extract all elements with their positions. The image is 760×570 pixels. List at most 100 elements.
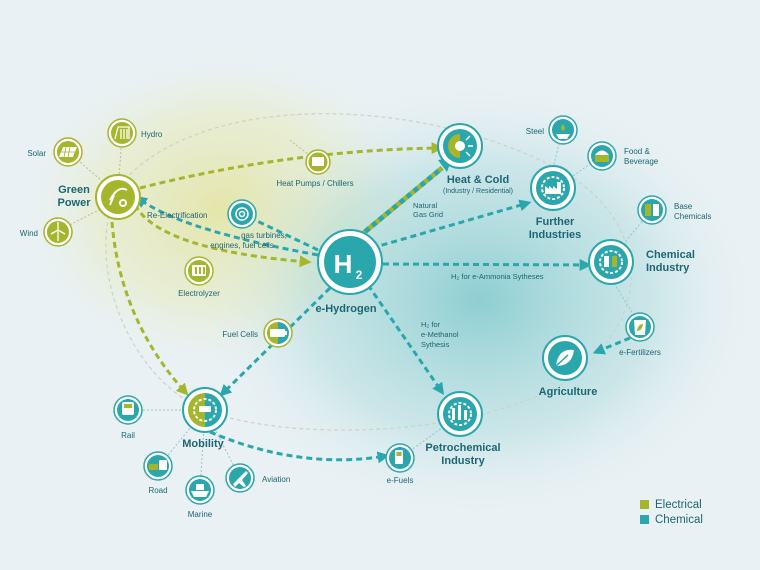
food-beverage-label-1: Food & [624,147,650,156]
chemical-industry-node[interactable] [588,239,634,285]
base-chemicals-node[interactable] [637,195,667,225]
legend-chemical: Chemical [640,512,703,527]
vehicle-gear-icon [193,398,217,422]
natural-gas-grid-label-2: Gas Grid [413,210,443,219]
solar-node[interactable] [53,137,83,167]
chemical-industry-label-2: Industry [646,262,690,274]
legend: Electrical Chemical [640,497,703,527]
wind-turbine-icon [50,222,66,241]
fuel-pump-icon [395,450,403,464]
heat-cold-node[interactable] [437,123,483,169]
hydro-node[interactable] [107,118,137,148]
re-electrification-label: Re-Electrification [147,211,207,220]
legend-swatch-electrical [640,500,649,509]
electrical-arrows [110,142,444,396]
chemical-gear-icon [599,250,623,274]
heat-pumps-node[interactable] [305,149,331,175]
gas-turbines-label-1: gas turbines, [241,231,287,240]
electrolyzer-label: Electrolyzer [178,289,220,298]
rail-label: Rail [121,431,135,440]
road-node[interactable] [143,451,173,481]
ship-icon [191,484,209,497]
aviation-label: Aviation [262,475,290,484]
food-beverage-label-2: Beverage [624,157,659,166]
further-industries-node[interactable] [530,165,576,211]
petrochemical-label-2: Industry [441,455,485,467]
e-fertilizers-node[interactable] [625,312,655,342]
heat-pump-icon [312,157,324,166]
further-industries-label-2: Industries [529,229,582,241]
e-fuels-node[interactable] [385,443,415,473]
green-power-node[interactable] [95,174,141,220]
hydrogen-hub[interactable]: H 2 [317,229,383,295]
outer-loop [105,113,632,431]
airplane-icon [233,471,248,487]
petrochemical-label-1: Petrochemical [425,442,500,454]
hub-subscript: 2 [356,268,363,282]
legend-label-electrical: Electrical [655,498,702,511]
green-power-label-2: Power [57,197,91,209]
train-icon [122,402,134,415]
heat-cold-sublabel: (Industry / Residential) [443,188,513,195]
mobility-node[interactable] [182,387,228,433]
fertilizer-bag-icon [634,320,646,335]
steel-ladle-icon [556,124,570,139]
hydro-label: Hydro [141,130,163,139]
solar-label: Solar [27,149,46,158]
natural-gas-grid-label-1: Natural [413,201,438,210]
marine-label: Marine [188,510,213,519]
agriculture-label: Agriculture [539,386,598,398]
steel-label: Steel [526,127,544,136]
leaf-icon [555,349,574,367]
chemical-arrows [135,195,631,464]
e-fertilizers-label: e-Fertilizers [619,348,661,357]
ammonia-label: H₂ for e-Ammonia Sytheses [451,272,544,281]
wind-label: Wind [20,229,38,238]
chemical-industry-label-1: Chemical [646,249,695,261]
chemical-barrels-icon [645,204,659,216]
steel-node[interactable] [548,115,578,145]
gas-turbines-node[interactable] [227,199,257,229]
electrolyzer-node[interactable] [184,256,214,286]
car-truck-icon [149,460,167,470]
road-label: Road [148,486,167,495]
rail-node[interactable] [113,395,143,425]
dam-icon [114,126,130,140]
fuel-cells-node[interactable] [263,318,293,348]
legend-electrical: Electrical [640,497,703,512]
chemical-glow [195,75,760,525]
methanol-label-2: e-Methanol [421,330,459,339]
further-industries-label-1: Further [536,216,575,228]
gas-turbines-label-2: engines, fuel cells [210,241,274,250]
sun-snowflake-icon [448,134,473,158]
food-beverage-node[interactable] [587,141,617,171]
wind-node[interactable] [43,217,73,247]
mobility-label: Mobility [182,438,224,450]
methanol-label-1: H₂ for [421,320,441,329]
agriculture-node[interactable] [542,335,588,381]
heat-cold-label: Heat & Cold [447,174,509,186]
methanol-label-3: Sythesis [421,340,450,349]
fuel-cells-label: Fuel Cells [222,330,258,339]
base-chemicals-label-2: Chemicals [674,212,711,221]
marine-node[interactable] [185,475,215,505]
aviation-node[interactable] [225,463,255,493]
hub-label: e-Hydrogen [315,303,376,315]
petrochemical-node[interactable] [437,391,483,437]
battery-icon [270,329,287,337]
turbine-icon [235,207,249,221]
legend-swatch-chemical [640,515,649,524]
plug-leaf-icon [109,187,128,207]
food-icon [595,150,609,162]
legend-label-chemical: Chemical [655,513,703,526]
heat-pumps-label: Heat Pumps / Chillers [276,179,353,188]
hub-symbol: H [334,249,353,279]
refinery-gear-icon [448,402,472,426]
factory-gear-icon [541,176,565,200]
green-power-label-1: Green [58,184,90,196]
solar-panel-icon [59,146,77,158]
e-fuels-label: e-Fuels [387,476,414,485]
electrolyzer-icon [192,265,206,276]
